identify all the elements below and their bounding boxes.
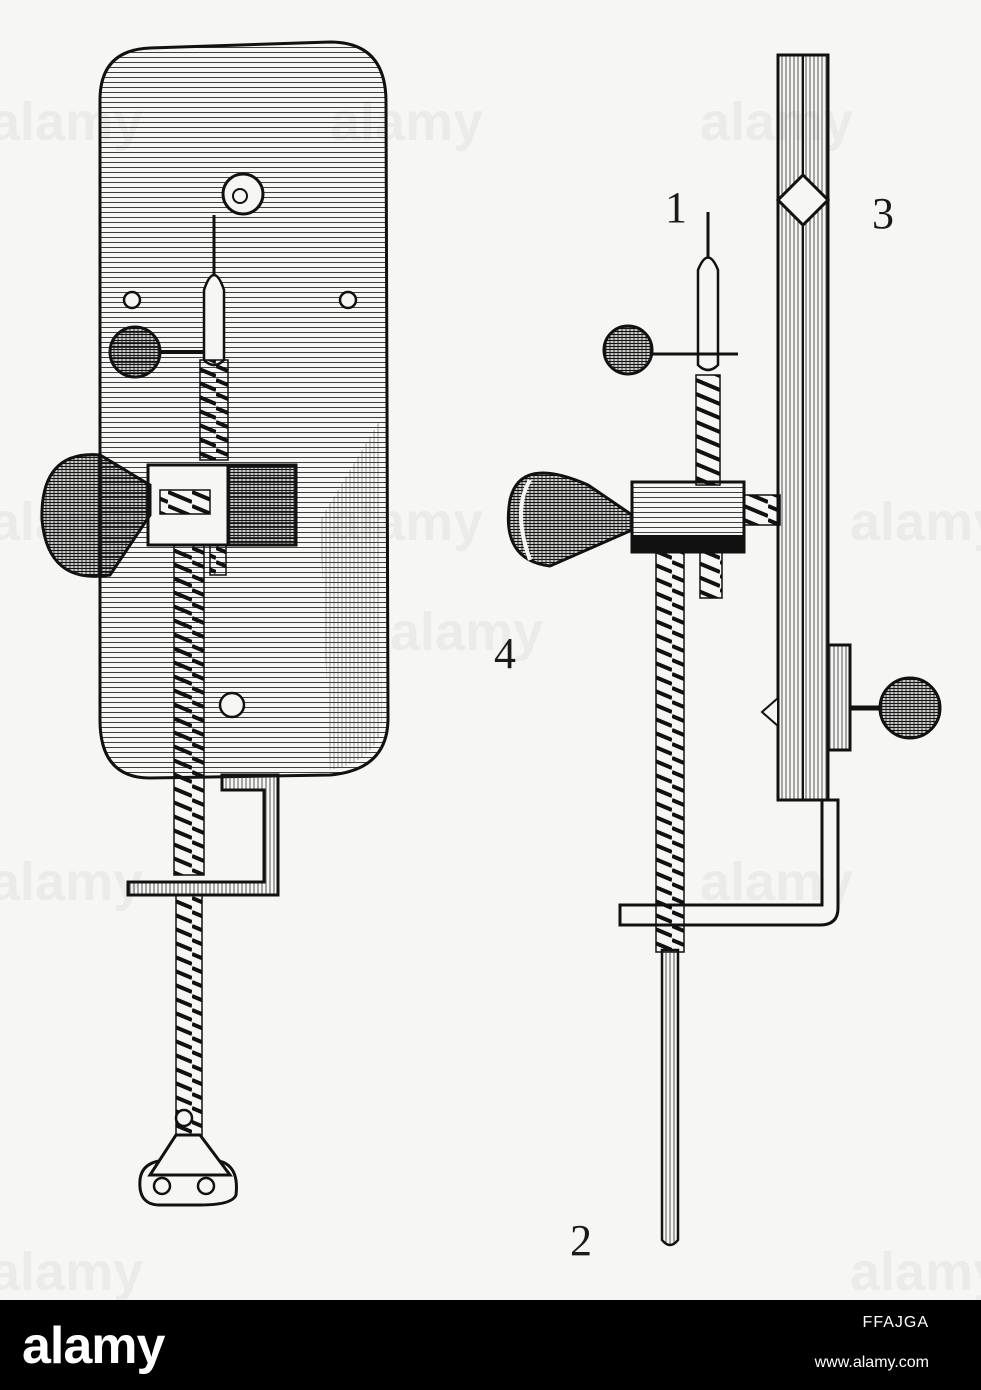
figure-label-2: 2 [570,1216,592,1265]
site-url[interactable]: www.alamy.com [814,1354,929,1371]
microscope-engraving: alamy alamy alamy alamy alamy alamy alam… [0,40,981,1300]
svg-text:alamy: alamy [850,492,981,552]
figure-label-1: 1 [665,183,687,232]
svg-text:alamy: alamy [0,852,143,912]
microscope-front-view [40,40,390,1207]
figure-labels: 1 2 3 4 [494,183,894,1265]
figure-label-3: 3 [872,189,894,238]
microscope-side-view [506,53,942,1247]
svg-text:alamy: alamy [390,602,543,662]
svg-text:alamy: alamy [850,1242,981,1300]
image-id: FFAJGA [862,1314,929,1331]
svg-text:alamy: alamy [0,1242,143,1300]
stock-banner: alamy FFAJGA www.alamy.com [0,1300,981,1390]
alamy-logo: alamy [22,1317,165,1375]
figure-label-4: 4 [494,629,516,678]
